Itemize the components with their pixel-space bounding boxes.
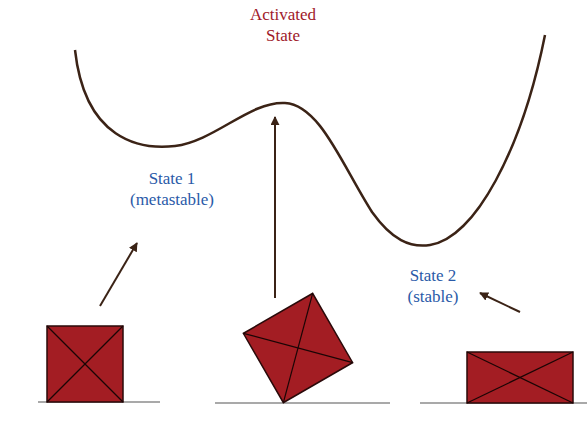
state-label: State 1 (metastable) (120, 168, 224, 210)
label-wrap: State 1 (metastable) (120, 168, 224, 210)
pointer-arrow (274, 117, 276, 298)
pointer-arrow (100, 243, 137, 306)
label-wrap: State 2 (stable) (391, 265, 475, 307)
energy-curve (75, 35, 545, 246)
state-label: State 2 (stable) (391, 265, 475, 307)
tilted-crate (243, 293, 352, 402)
pointer-arrow (480, 293, 520, 312)
label-wrap: Activated State (237, 4, 329, 46)
flat-crate (467, 352, 573, 403)
ground-line (215, 402, 390, 403)
upright-crate (47, 326, 123, 402)
state-label: Activated State (237, 4, 329, 46)
